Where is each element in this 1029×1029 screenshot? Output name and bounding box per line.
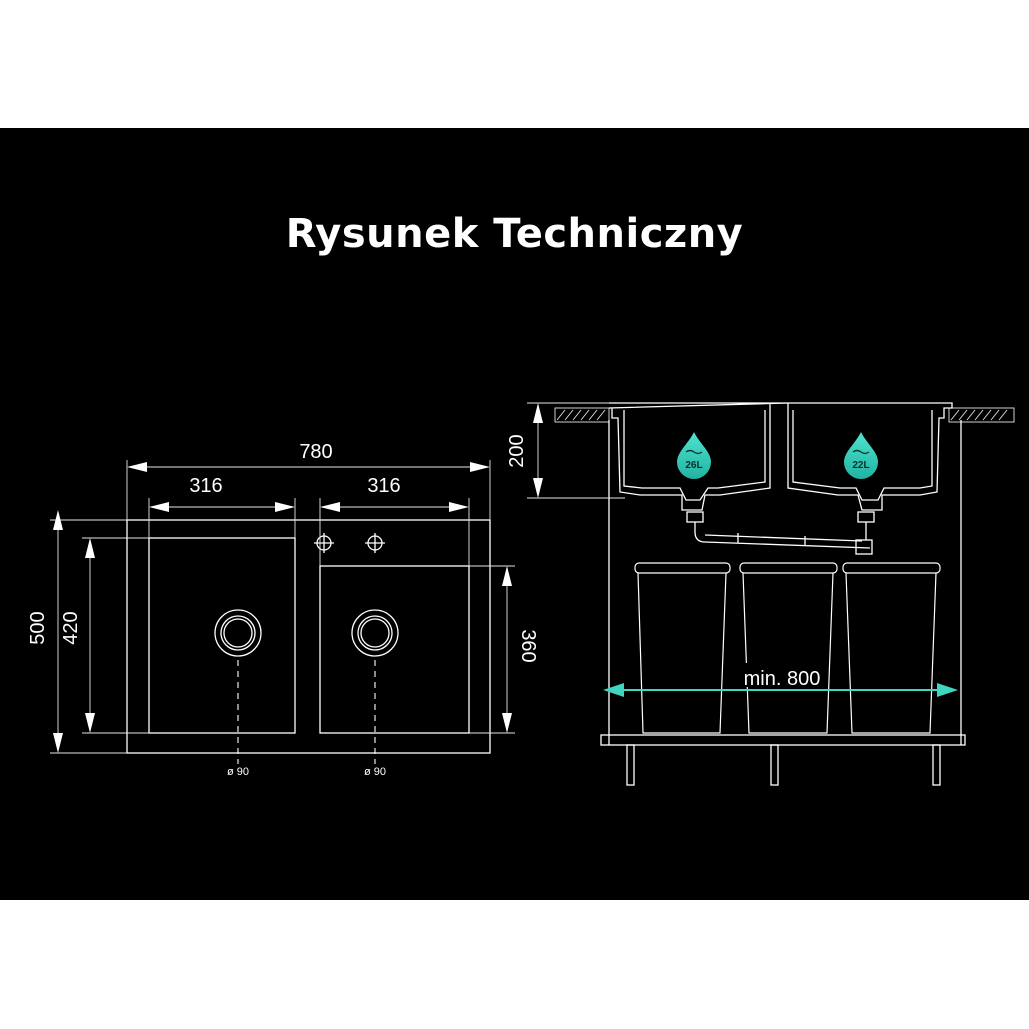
volume-left-label: 26L: [685, 460, 702, 471]
dim-bowl-right-depth: 360: [517, 629, 539, 662]
side-view: min. 800 200 26L 22L: [506, 402, 1015, 786]
dim-overall-width: 780: [299, 441, 332, 463]
page-title: Rysunek Techniczny: [285, 211, 744, 257]
cabinet-leg: [626, 744, 635, 786]
countertop-left: [554, 407, 610, 423]
right-bowl: [319, 565, 470, 734]
cabinet-width-dimension: [603, 663, 958, 697]
volume-right-label: 22L: [852, 460, 869, 471]
drain-right-icon: [351, 609, 399, 657]
drain-left-icon: [214, 609, 262, 657]
faucet-hole-icon: [365, 533, 385, 553]
waste-bin: [842, 562, 941, 734]
water-drop-icon: 26L: [677, 432, 711, 479]
dim-cabinet-width: min. 800: [744, 668, 821, 690]
waste-bin: [634, 562, 731, 734]
left-bowl: [148, 537, 296, 734]
countertop-right: [948, 407, 1015, 423]
cabinet-leg: [770, 744, 779, 786]
sink-outline: [126, 519, 491, 754]
siphon: [686, 511, 875, 555]
drain-left-label: ø 90: [227, 766, 249, 778]
dim-bowl-left-width: 316: [189, 475, 222, 497]
dim-bowl-right-width: 316: [367, 475, 400, 497]
drain-right-label: ø 90: [364, 766, 386, 778]
sink-profile-inner: [623, 410, 933, 501]
sink-profile: [608, 402, 953, 511]
cabinet-leg: [932, 744, 941, 786]
dim-depth: 200: [506, 434, 528, 467]
cabinet-floor: [600, 734, 966, 746]
waste-bin: [739, 562, 838, 734]
faucet-hole-icon: [314, 533, 334, 553]
top-view: ø 90 ø 90 780 316 316 500: [27, 441, 539, 778]
water-drop-icon: 22L: [844, 432, 878, 479]
dim-bowl-left-depth: 420: [60, 611, 82, 644]
dim-overall-depth: 500: [27, 611, 49, 644]
